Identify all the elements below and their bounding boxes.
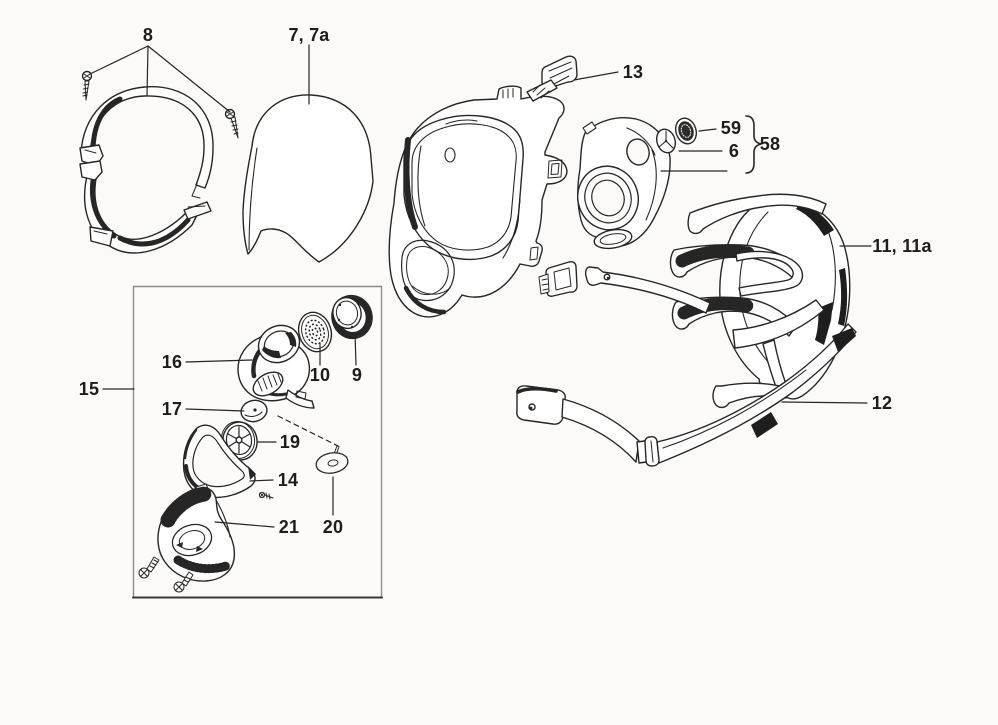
disc-17 bbox=[240, 399, 268, 423]
sealing-ring-14 bbox=[182, 424, 274, 500]
valve-cover-59 bbox=[674, 117, 698, 145]
leader-lines bbox=[89, 44, 872, 528]
part-label-15: 15 bbox=[78, 379, 100, 399]
visor-lens bbox=[242, 94, 374, 263]
frame-screw-right bbox=[224, 108, 239, 139]
mask-body bbox=[388, 85, 568, 318]
frame-screw-left bbox=[81, 70, 93, 101]
part-label-13: 13 bbox=[622, 62, 644, 82]
part-label-20: 20 bbox=[322, 517, 344, 537]
part-label-10: 10 bbox=[309, 365, 331, 385]
part-label-11: 11, 11a bbox=[872, 236, 932, 256]
retaining-ring-9 bbox=[331, 294, 373, 340]
head-harness bbox=[538, 193, 851, 409]
part-label-12: 12 bbox=[871, 393, 893, 413]
part-label-21: 21 bbox=[278, 517, 300, 537]
inner-mask bbox=[577, 117, 671, 250]
speech-diaphragm-10 bbox=[297, 311, 333, 353]
strap-clip bbox=[526, 55, 578, 102]
part-label-19: 19 bbox=[279, 432, 301, 452]
cover-21 bbox=[157, 483, 236, 582]
part-label-59: 59 bbox=[720, 118, 742, 138]
part-label-9: 9 bbox=[351, 365, 363, 385]
group-brace-58 bbox=[745, 115, 762, 174]
part-label-14: 14 bbox=[277, 470, 299, 490]
part-label-8: 8 bbox=[142, 25, 154, 45]
part-label-7: 7, 7a bbox=[288, 25, 330, 45]
part-label-17: 17 bbox=[161, 399, 183, 419]
visor-frame bbox=[79, 70, 239, 254]
exhalation-valve-disc-20 bbox=[315, 445, 349, 474]
part-label-58: 58 bbox=[759, 134, 781, 154]
part-label-16: 16 bbox=[161, 352, 183, 372]
neck-strap bbox=[516, 323, 857, 467]
part-label-6: 6 bbox=[728, 141, 740, 161]
valve-disc-6 bbox=[655, 128, 677, 154]
valve-housing-16 bbox=[237, 324, 315, 409]
box-screws bbox=[138, 556, 194, 593]
